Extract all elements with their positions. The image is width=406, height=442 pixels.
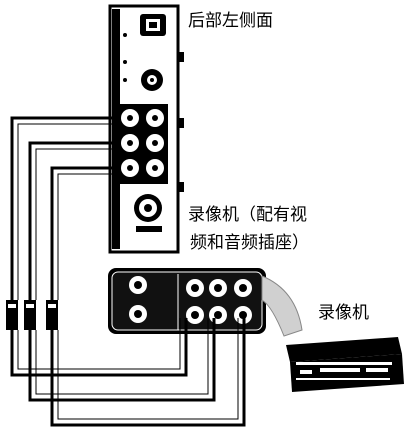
- vcr-device-icon: [286, 337, 404, 392]
- cable-plugs: [6, 300, 58, 330]
- label-rear-left-side: 后部左侧面: [188, 11, 273, 31]
- label-vcr-jacks-line2: 频和音频插座）: [190, 233, 309, 253]
- label-vcr-jacks-line1: 录像机（配有视: [188, 205, 307, 225]
- cables: [10, 116, 246, 427]
- tv-rear-panel: [108, 4, 184, 254]
- callout-pointer: [261, 275, 303, 337]
- label-vcr: 录像机: [318, 303, 369, 323]
